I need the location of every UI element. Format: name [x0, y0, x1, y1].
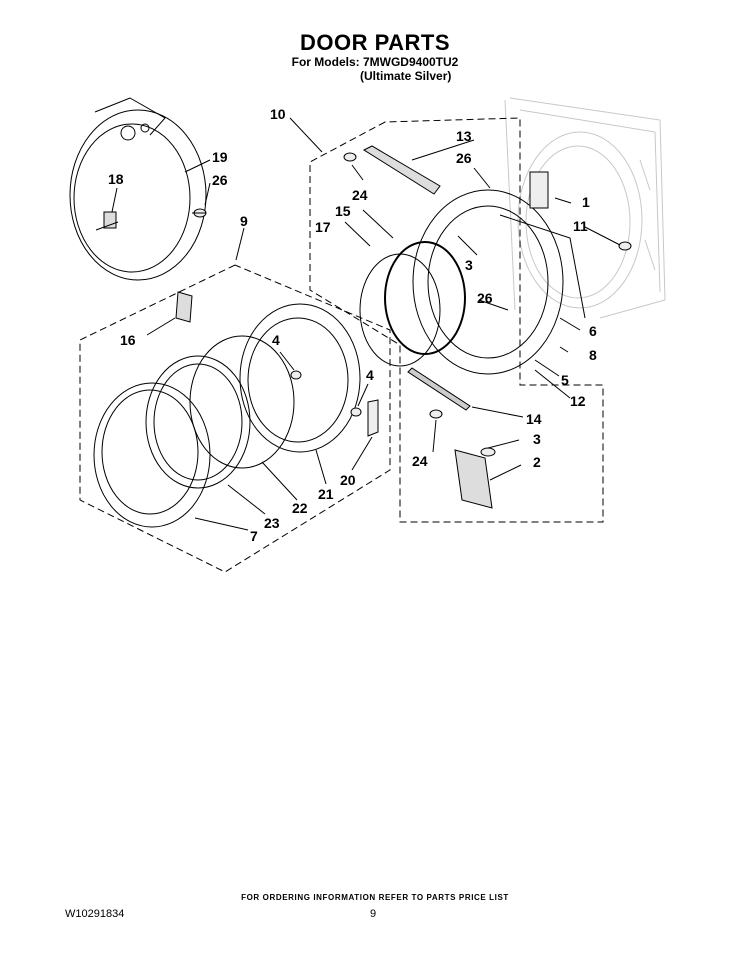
callout-15: 15 [335, 203, 351, 219]
screw-4-a [290, 370, 302, 380]
callout-22: 22 [292, 500, 308, 516]
door-liner-12 [412, 189, 564, 375]
trim-ring-23 [145, 355, 251, 489]
page-number: 9 [370, 908, 377, 920]
callout-3-bottom: 3 [533, 431, 541, 447]
screw-3 [480, 447, 496, 457]
callout-4-left: 4 [272, 332, 280, 348]
callout-20: 20 [340, 472, 356, 488]
screw-11 [618, 241, 632, 251]
callout-21: 21 [318, 486, 334, 502]
glass-22 [189, 335, 295, 469]
ordering-note: FOR ORDERING INFORMATION REFER TO PARTS … [241, 893, 509, 902]
gasket-15 [384, 241, 466, 355]
cabinet-outline [504, 97, 666, 319]
callout-6: 6 [589, 323, 597, 339]
strike-20 [367, 399, 379, 437]
callout-11: 11 [573, 218, 588, 234]
callout-10: 10 [270, 106, 286, 122]
callout-9: 9 [240, 213, 248, 229]
hinge-pin-18 [95, 211, 119, 231]
callout-19: 19 [212, 149, 228, 165]
callout-26-top: 26 [456, 150, 472, 166]
callout-23: 23 [264, 515, 280, 531]
latch-2 [454, 449, 493, 509]
assembly-outline-10 [309, 117, 604, 523]
seal-17 [359, 253, 441, 367]
document-number: W10291834 [65, 908, 125, 920]
screw-24-top [343, 152, 357, 162]
bracket-1 [529, 171, 549, 209]
wire-rod-6 [499, 214, 586, 319]
callout-18: 18 [108, 171, 124, 187]
callout-5: 5 [561, 372, 569, 388]
callout-13: 13 [456, 128, 472, 144]
callout-3-top: 3 [465, 257, 473, 273]
handle-16 [175, 291, 193, 323]
assembly-outline-9 [79, 264, 391, 573]
callout-26-mid: 26 [477, 290, 493, 306]
callout-26-left: 26 [212, 172, 228, 188]
callout-17: 17 [315, 219, 331, 235]
callout-8: 8 [589, 347, 597, 363]
callout-14: 14 [526, 411, 542, 427]
screw-24-bottom [429, 409, 443, 419]
callout-4-right: 4 [366, 367, 374, 383]
callout-2: 2 [533, 454, 541, 470]
callout-24-bottom: 24 [412, 453, 428, 469]
callout-7: 7 [250, 528, 258, 544]
leader-lines [111, 117, 621, 531]
callout-24-top: 24 [352, 187, 368, 203]
callout-1: 1 [582, 194, 590, 210]
screw-4-b [350, 407, 362, 417]
callout-16: 16 [120, 332, 136, 348]
model-variant: (Ultimate Silver) [360, 69, 452, 83]
screw-26-left [192, 208, 207, 218]
outer-door-ring [93, 382, 211, 528]
hinge-strap-13 [362, 145, 441, 195]
inner-door-panel [69, 97, 207, 281]
callout-12: 12 [570, 393, 586, 409]
page-title: DOOR PARTS [299, 30, 451, 55]
inner-door-21 [239, 303, 361, 453]
bar-14 [407, 367, 471, 411]
model-line: For Models: 7MWGD9400TU2 [291, 55, 459, 69]
